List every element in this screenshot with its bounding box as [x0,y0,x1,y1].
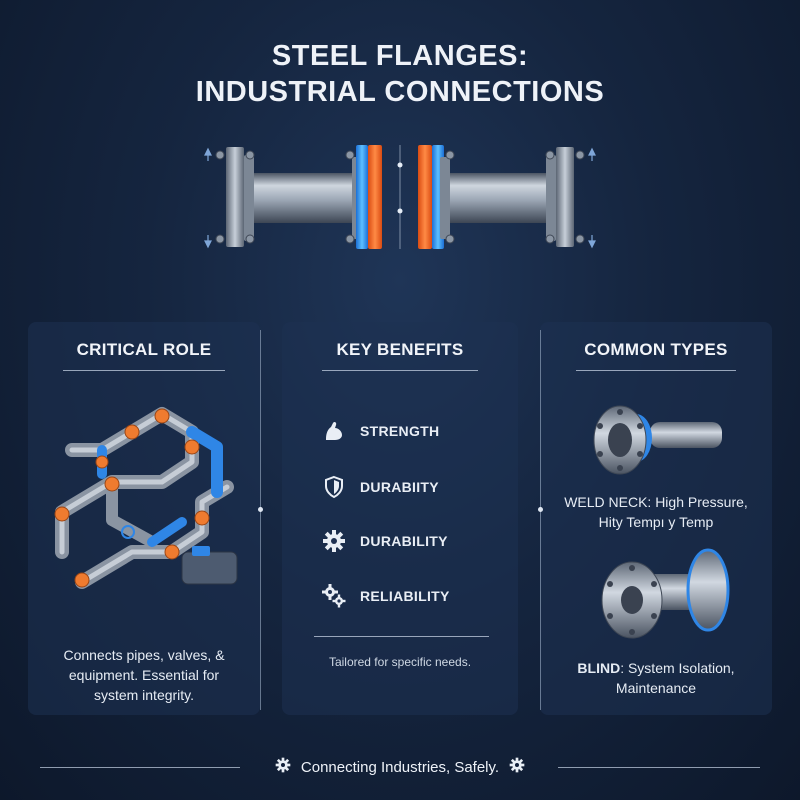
gear-icon [509,757,525,778]
page-title-line-1: STEEL FLANGES: [271,40,529,72]
critical-role-panel: CRITICAL ROLE Conne [28,322,260,715]
blind-description: BLIND: System Isolation, Maintenance [540,658,772,698]
common-types-panel: COMMON TYPES WELD NECK: High Pressure, H… [540,322,772,715]
blind-line: BLIND: System Isolation, [540,658,772,678]
flexed-arm-icon [320,417,348,445]
blind-line: Maintenance [615,680,697,696]
blind-flange-illustration [601,548,730,639]
footnote-divider [314,636,489,637]
benefit-item: DURABIITY [320,472,439,502]
flange-assembly-illustration [204,145,596,249]
divider-dot [258,507,263,512]
piping-system-illustration [54,407,238,589]
footer-divider-right [558,767,760,768]
common-types-heading: COMMON TYPES [584,340,728,359]
divider-dot [538,507,543,512]
benefit-label: DURABIITY [360,479,439,495]
heading-divider [63,370,225,371]
benefits-footnote: Tailored for specific needs. [328,655,472,669]
benefit-label: RELIABILITY [360,588,450,604]
column-divider [260,330,261,710]
description-line: Connects pipes, valves, & [63,647,225,663]
benefit-item: DURABILITY [320,526,448,556]
gear-icon [320,527,348,555]
column-divider [540,330,541,710]
weld-neck-line: Hity Tempı y Temp [598,514,714,530]
gears-icon [320,582,348,610]
key-benefits-heading: KEY BENEFITS [336,340,464,359]
footer-text: Connecting Industries, Safely. [300,758,500,776]
weld-neck-description: WELD NECK: High Pressure, Hity Tempı y T… [540,492,772,532]
benefit-label: DURABILITY [360,533,448,549]
gear-icon [275,757,291,778]
shield-icon [320,473,348,501]
blind-type-detail: : System Isolation, [620,660,735,676]
weld-neck-flange-illustration [593,405,722,475]
blind-type-name: BLIND [577,660,621,676]
page-title-line-2: INDUSTRIAL CONNECTIONS [195,76,605,108]
benefit-label: STRENGTH [360,423,440,439]
benefit-item: STRENGTH [320,416,439,446]
critical-role-heading: CRITICAL ROLE [76,340,212,359]
description-line: system integrity. [93,687,195,703]
footer-tagline: Connecting Industries, Safely. [250,756,550,778]
heading-divider [322,370,478,371]
footer-divider-left [40,767,240,768]
heading-divider [576,370,736,371]
key-benefits-panel: KEY BENEFITS STRENGTH DURABIITY DURABILI… [282,322,518,715]
description-line: equipment. Essential for [68,667,220,683]
weld-neck-line: WELD NECK: High Pressure, [564,494,748,510]
benefit-item: RELIABILITY [320,581,450,611]
critical-role-description: Connects pipes, valves, & equipment. Ess… [38,645,250,705]
